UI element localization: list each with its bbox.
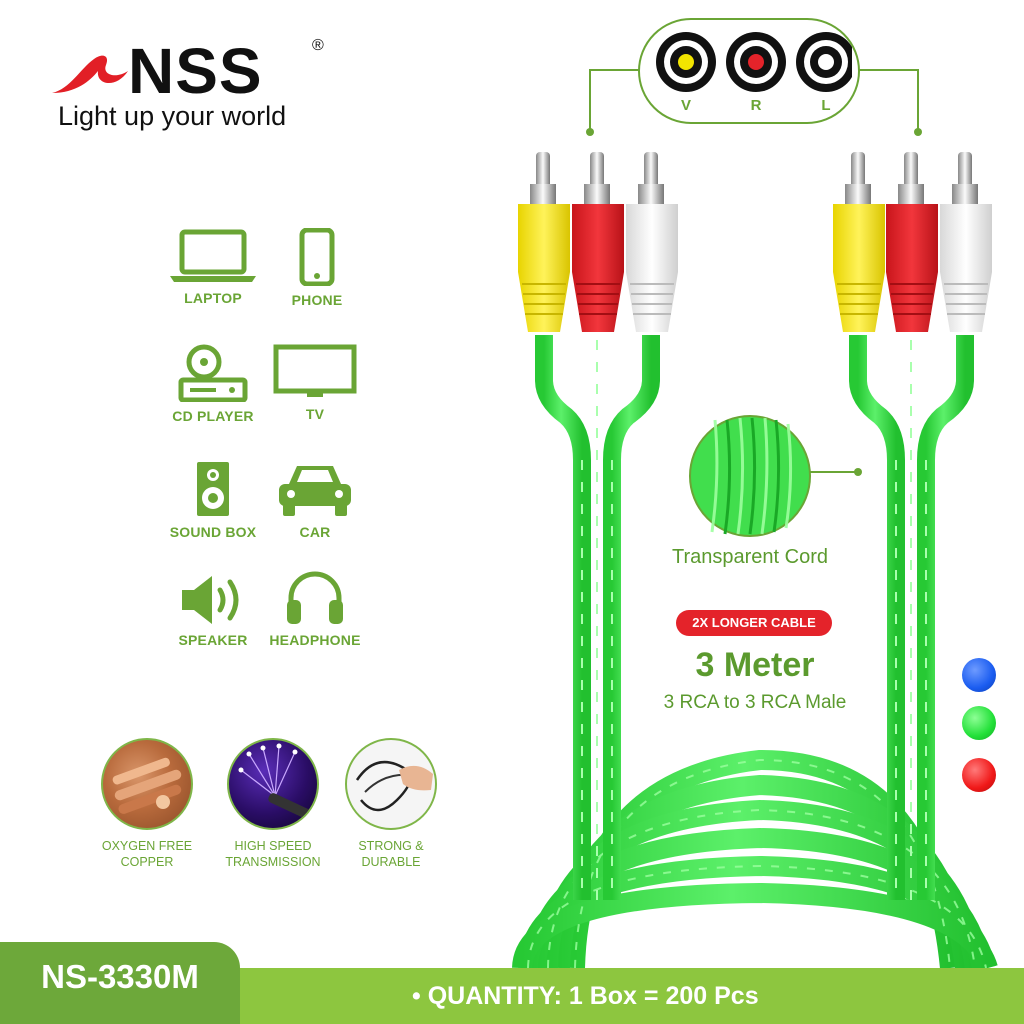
rca-connector-badge: V R L <box>638 18 860 124</box>
model-tab <box>0 942 240 1024</box>
device-laptop: LAPTOP <box>158 228 268 306</box>
swoosh-logo-icon <box>52 55 128 93</box>
registered-mark: ® <box>312 37 324 54</box>
transparent-cord-zoom <box>689 415 862 537</box>
feature-high-speed: HIGH SPEED TRANSMISSION <box>208 738 338 870</box>
brand-logo: NSS ® Light up your world <box>50 35 330 135</box>
cable-hand-image <box>345 738 437 830</box>
device-label: TV <box>305 406 325 422</box>
device-label: LAPTOP <box>184 290 242 306</box>
cd-player-icon <box>178 344 248 402</box>
feature-label-line2: DURABLE <box>361 855 421 869</box>
longer-cable-badge: 2X LONGER CABLE <box>676 610 832 636</box>
device-label: CD PLAYER <box>172 408 254 424</box>
device-label: SOUND BOX <box>169 524 257 540</box>
feature-label-line2: COPPER <box>120 855 174 869</box>
rca-plug-yellow-left <box>518 152 570 332</box>
rca-plug-red-left <box>572 152 624 332</box>
car-icon <box>279 466 351 516</box>
color-option-blue[interactable] <box>962 658 996 692</box>
device-label: HEADPHONE <box>269 632 361 648</box>
device-label: CAR <box>299 524 331 540</box>
brand-tagline: Light up your world <box>58 101 287 131</box>
rca-plug-white-left <box>626 152 678 332</box>
feature-label-line2: TRANSMISSION <box>225 855 321 869</box>
device-phone: PHONE <box>262 228 372 308</box>
rca-jacks-icon <box>656 32 852 92</box>
feature-oxygen-free-copper: OXYGEN FREE COPPER <box>82 738 212 870</box>
quantity-info: • QUANTITY: 1 Box = 200 Pcs <box>412 982 759 1010</box>
color-option-green[interactable] <box>962 706 996 740</box>
feature-label-line1: OXYGEN FREE <box>101 839 193 853</box>
rca-plug-white-right <box>940 152 992 332</box>
device-car: CAR <box>260 460 370 540</box>
jack-label-l: L <box>821 97 831 114</box>
tv-icon <box>273 344 357 397</box>
rca-plug-red-right <box>886 152 938 332</box>
jack-label-v: V <box>680 97 691 114</box>
rca-plug-yellow-right <box>833 152 885 332</box>
cable-description: 3 RCA to 3 RCA Male <box>663 692 847 713</box>
badge-pointer-lines <box>589 69 919 132</box>
device-tv: TV <box>260 344 370 422</box>
feature-label-line1: STRONG & <box>358 839 424 853</box>
jack-label-r: R <box>750 97 762 114</box>
device-sound-box: SOUND BOX <box>158 460 268 540</box>
headphone-icon <box>287 571 343 624</box>
cable-lead-highlight <box>581 340 927 900</box>
feature-label-line1: HIGH SPEED <box>234 839 312 853</box>
device-label: PHONE <box>291 292 343 308</box>
color-option-red[interactable] <box>962 758 996 792</box>
transparent-cord-label: Transparent Cord <box>672 546 828 568</box>
brand-name: NSS <box>128 35 263 107</box>
sound-box-icon <box>197 462 229 516</box>
model-number: NS-3330M <box>41 958 199 995</box>
device-headphone: HEADPHONE <box>260 570 370 648</box>
device-speaker: SPEAKER <box>158 574 268 648</box>
speaker-icon <box>182 576 239 624</box>
phone-icon <box>299 228 335 286</box>
cable-length: 3 Meter <box>695 646 815 684</box>
fiber-optic-image <box>227 738 319 830</box>
copper-wire-image <box>101 738 193 830</box>
laptop-icon <box>170 229 256 282</box>
device-cd-player: CD PLAYER <box>158 344 268 424</box>
feature-strong-durable: STRONG & DURABLE <box>326 738 456 870</box>
device-label: SPEAKER <box>178 632 248 648</box>
